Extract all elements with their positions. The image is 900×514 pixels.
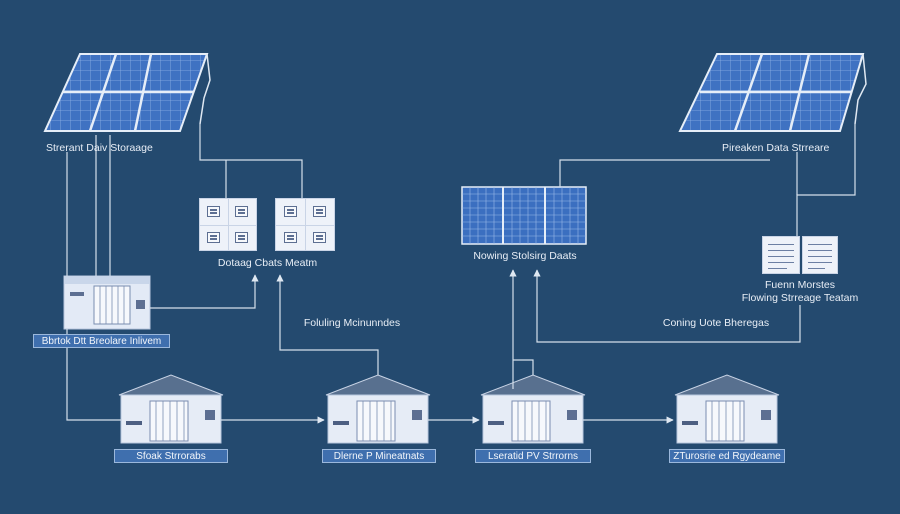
document-thumbnail — [275, 198, 335, 251]
document-icon — [802, 236, 838, 274]
label-center-text: Foluling Mcinunndes — [303, 317, 401, 329]
solar-panel-icon — [43, 53, 211, 132]
storage-building-icon — [325, 374, 431, 444]
document-thumbnail — [199, 198, 257, 251]
storage-building-icon — [118, 374, 224, 444]
label-thumbnail-group: Dotaag Cbats Meatm — [217, 257, 318, 269]
label-right-docs-1: Fuenn Morstes — [764, 279, 836, 291]
label-left-unit: Bbrtok Dtt Breolare Inlivem — [33, 334, 170, 348]
data-panel-icon — [461, 186, 587, 245]
label-top-right: Pireaken Data Strreare — [722, 142, 830, 154]
label-building-4: ZTurosrie ed Rgydeame — [669, 449, 785, 463]
label-top-left: Strerant Daiv Storaage — [46, 142, 153, 154]
label-right-center-text: Coning Uote Bheregas — [662, 317, 770, 329]
solar-panel-icon — [678, 53, 867, 132]
label-building-1: Sfoak Strrorabs — [114, 449, 228, 463]
wire-group — [66, 124, 856, 424]
label-building-3: Lseratid PV Strrorns — [475, 449, 591, 463]
storage-building-icon — [674, 374, 780, 444]
label-right-docs-2: Flowing Strreage Teatam — [741, 292, 859, 304]
document-icon — [762, 236, 800, 274]
storage-unit-icon — [63, 275, 151, 330]
label-mid-panel: Nowing Stolsirg Daats — [473, 250, 577, 262]
storage-building-icon — [480, 374, 586, 444]
label-building-2: Dlerne P Mineatnats — [322, 449, 436, 463]
